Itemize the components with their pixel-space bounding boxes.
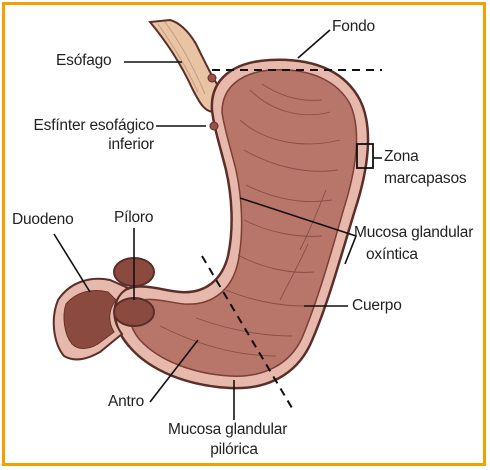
leader-fondo bbox=[298, 30, 330, 58]
label-cuerpo: Cuerpo bbox=[352, 297, 402, 315]
label-mucosa-oxintica-line1: Mucosa glandular bbox=[354, 224, 473, 242]
label-esofago: Esófago bbox=[56, 52, 111, 70]
label-mucosa-pilorica-line1: Mucosa glandular bbox=[168, 421, 287, 439]
label-esfinter-line2: inferior bbox=[14, 136, 154, 154]
label-zona-line1: Zona bbox=[384, 148, 419, 166]
label-esfinter-line1: Esfínter esofágico bbox=[14, 117, 154, 135]
label-antro: Antro bbox=[108, 393, 144, 411]
label-piloro: Píloro bbox=[114, 209, 153, 227]
label-zona-line2: marcapasos bbox=[384, 170, 466, 188]
label-fondo: Fondo bbox=[332, 18, 375, 36]
label-mucosa-oxintica-line2: oxíntica bbox=[366, 246, 418, 264]
label-duodeno: Duodeno bbox=[12, 211, 74, 229]
label-mucosa-pilorica-line2: pilórica bbox=[168, 441, 300, 459]
leader-duodeno bbox=[54, 234, 90, 292]
